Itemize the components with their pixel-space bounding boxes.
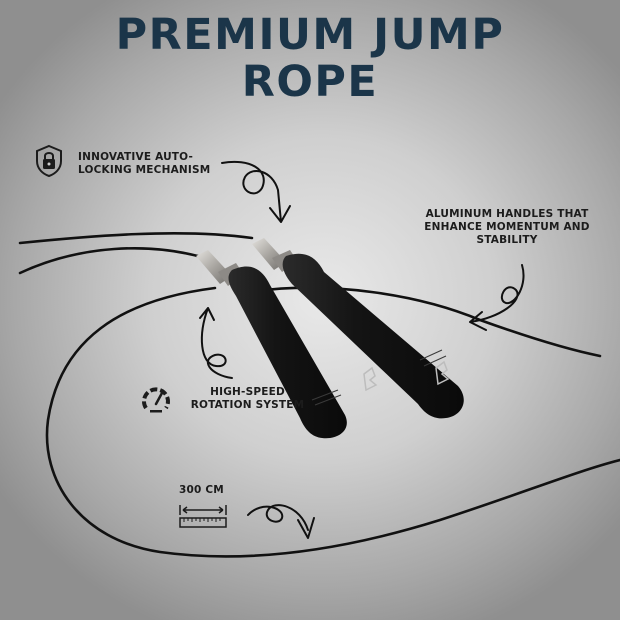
speedometer-icon: [142, 387, 170, 413]
feature-aluminum-line1: ALUMINUM HANDLES THAT: [425, 208, 589, 220]
feature-length: 300 CM: [179, 484, 224, 497]
feature-aluminum-line3: STABILITY: [476, 234, 538, 246]
title-line-1: PREMIUM JUMP: [115, 10, 505, 60]
ruler-icon: [179, 505, 227, 528]
page-title: PREMIUM JUMP ROPE: [0, 12, 620, 106]
title-line-2: ROPE: [241, 57, 379, 107]
feature-aluminum-handles: ALUMINUM HANDLES THAT ENHANCE MOMENTUM A…: [412, 208, 602, 247]
arrow-high-speed: [199, 307, 233, 379]
feature-high-speed-line1: HIGH-SPEED: [210, 386, 285, 398]
arrow-auto-locking: [221, 160, 291, 223]
feature-aluminum-line2: ENHANCE MOMENTUM AND: [424, 221, 590, 233]
right-handle: [252, 238, 464, 419]
arrow-length: [247, 504, 315, 539]
arrow-aluminum-handles: [469, 264, 525, 331]
feature-high-speed: HIGH-SPEED ROTATION SYSTEM: [180, 386, 315, 412]
feature-auto-locking: INNOVATIVE AUTO- LOCKING MECHANISM: [78, 151, 210, 177]
feature-auto-locking-line2: LOCKING MECHANISM: [78, 164, 211, 176]
left-handle: [196, 250, 378, 439]
feature-high-speed-line2: ROTATION SYSTEM: [190, 399, 305, 411]
lock-shield-icon: [36, 144, 62, 178]
feature-auto-locking-line1: INNOVATIVE AUTO-: [78, 151, 194, 163]
feature-length-label: 300 CM: [179, 484, 224, 496]
